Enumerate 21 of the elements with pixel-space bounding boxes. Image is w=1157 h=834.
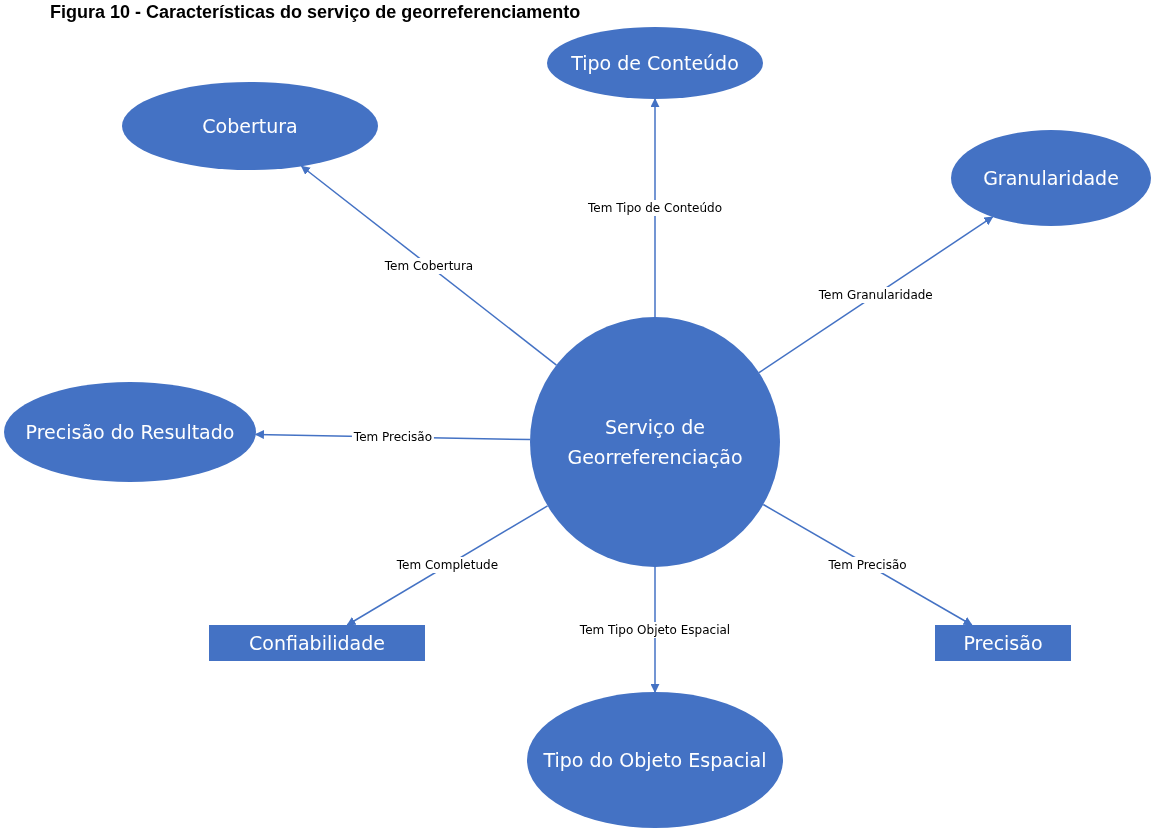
concept-box [209,625,425,661]
edge-label: Tem Tipo de Conteúdo [586,200,724,216]
arrow [650,98,660,318]
edge-label: Tem Completude [394,557,500,574]
arrow [762,503,973,626]
node-label: Tipo do Objeto Espacial [543,747,767,773]
node-label: Serviço de Georreferenciação [566,414,744,470]
node-label: Cobertura [202,113,298,139]
figure-title: Figura 10 - Características do serviço de georreferenciamento [50,2,581,23]
node-label: Tipo de Conteúdo [571,50,739,76]
node-label: Confiabilidade [249,630,385,656]
arrow [758,216,994,374]
node-label: Precisão [963,630,1043,656]
edge-label: Tem Granularidade [816,286,935,303]
node-label: Granularidade [983,165,1119,191]
edge-label: Tem Cobertura [382,257,476,274]
concept-box [935,625,1071,661]
node-label: Precisão do Resultado [25,419,235,445]
arrow [300,165,558,366]
edge-label: Tem Precisão [826,556,909,573]
arrow [650,566,660,693]
